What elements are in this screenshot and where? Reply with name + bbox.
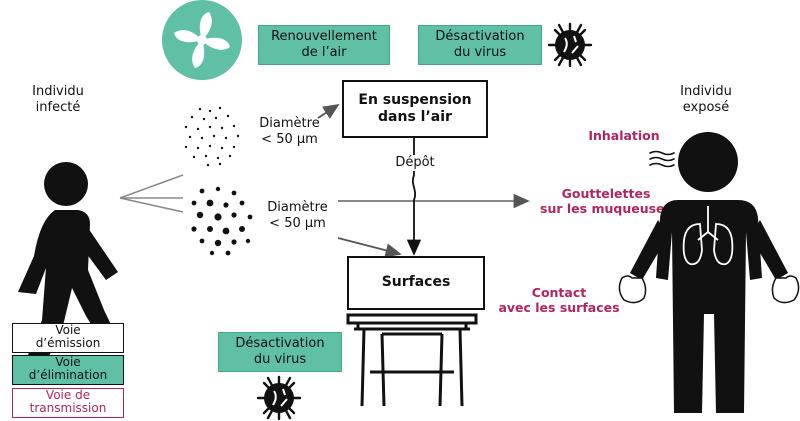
surfaces-label: Surfaces	[381, 274, 451, 291]
aerosol-cloud	[184, 106, 240, 167]
air-renewal-box: Renouvellement de l’air	[258, 25, 390, 65]
virus-icon	[547, 22, 593, 68]
aerosol-diameter-label: Diamètre < 50 µm	[259, 116, 320, 147]
droplets-diameter-label: Diamètre < 50 µm	[267, 200, 328, 231]
deactivation-top-label: Désactivation du virus	[435, 29, 525, 60]
breath-icon	[649, 150, 675, 168]
lungs-icon	[682, 206, 734, 266]
deposit-label: Dépôt	[390, 155, 440, 171]
legend-elimination: Voie d’élimination	[12, 355, 124, 385]
surfaces-box: Surfaces	[347, 256, 485, 310]
legend-transmission: Voie de transmission	[12, 388, 124, 418]
table-icon	[346, 313, 478, 407]
air-renewal-label: Renouvellement de l’air	[271, 29, 377, 60]
exposed-person-label: Individu exposé	[680, 84, 732, 115]
suspension-label: En suspension dans l’air	[358, 91, 472, 126]
virus-icon-bottom	[256, 375, 302, 421]
suspension-box: En suspension dans l’air	[342, 80, 488, 138]
legend-elimination-label: Voie d’élimination	[28, 355, 108, 382]
legend-emission-label: Voie d’émission	[35, 323, 101, 350]
infected-person-label: Individu infecté	[32, 84, 84, 115]
deposit-line	[406, 138, 422, 256]
arrow-to-surfaces	[337, 237, 402, 258]
inhalation-label: Inhalation	[588, 128, 660, 143]
emission-spread-lines	[119, 174, 184, 213]
arrow-to-suspension	[317, 104, 340, 119]
legend-transmission-label: Voie de transmission	[29, 388, 107, 415]
deactivation-bottom-box: Désactivation du virus	[218, 332, 342, 372]
mucous-label: Gouttelettes sur les muqueuses	[540, 186, 672, 216]
deactivation-bottom-label: Désactivation du virus	[235, 336, 325, 367]
fan-icon	[162, 0, 242, 80]
droplets-cloud	[191, 186, 253, 256]
deactivation-top-box: Désactivation du virus	[418, 25, 542, 65]
legend-emission: Voie d’émission	[12, 323, 124, 353]
contact-label: Contact avec les surfaces	[498, 285, 620, 315]
exposed-person-figure	[618, 132, 800, 413]
